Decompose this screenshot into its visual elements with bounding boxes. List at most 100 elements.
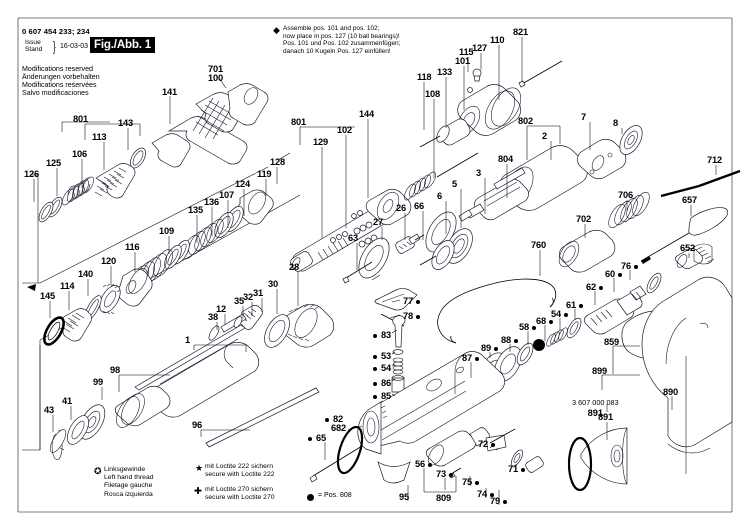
callout-65-83: 65 (316, 433, 326, 443)
pos808-marker-53 (373, 354, 378, 359)
pos808-marker-75 (474, 480, 480, 485)
callout-809-87: 809 (436, 493, 451, 503)
callout-760-63: 760 (531, 240, 546, 250)
callout-125-7: 125 (46, 158, 61, 168)
pos808-marker-87 (474, 356, 480, 361)
callout-61-77: 61 (566, 300, 576, 310)
callout-78-65: 78 (403, 311, 413, 321)
pos808-marker-86 (373, 381, 378, 386)
callout-110-31: 110 (490, 35, 505, 45)
callout-801-21: 801 (291, 117, 306, 127)
callout-31-47: 31 (253, 288, 263, 298)
callout-891-96: 891 (598, 412, 613, 422)
loctite-270-icon: ✚ (194, 486, 202, 497)
callout-100-1: 100 (208, 73, 223, 83)
callout-71-92: 71 (508, 464, 518, 474)
callout-12-50: 12 (216, 304, 226, 314)
callout-74-89: 74 (477, 489, 487, 499)
pos808-marker-54 (373, 366, 378, 371)
product-code-item: 891 (587, 408, 604, 418)
callout-802-33: 802 (518, 116, 533, 126)
callout-107-11: 107 (219, 190, 234, 200)
pos808-marker-89 (493, 346, 499, 351)
modifications-notice: Modifications reserved Änderungen vorbeh… (22, 65, 100, 98)
callout-32-48: 32 (243, 292, 253, 302)
callout-27-43: 27 (373, 217, 383, 227)
callout-56-85: 56 (415, 459, 425, 469)
callout-859-93: 859 (604, 337, 619, 347)
callout-126-8: 126 (24, 169, 39, 179)
callout-6-40: 6 (437, 191, 442, 201)
callout-128-14: 128 (270, 157, 285, 167)
pos808-marker-88 (513, 338, 519, 343)
callout-73-86: 73 (436, 469, 446, 479)
callout-63-44: 63 (348, 233, 358, 243)
callout-53-67: 53 (381, 351, 391, 361)
callout-821-32: 821 (513, 27, 528, 37)
pos808-marker-77 (415, 299, 421, 304)
callout-98-53: 98 (110, 365, 120, 375)
issue-brace: } (53, 38, 56, 54)
callout-114-19: 114 (60, 281, 75, 291)
assembly-rotor-head (419, 60, 563, 148)
callout-115-29: 115 (459, 47, 474, 57)
assembly-gearbox-center (208, 303, 335, 348)
callout-26-42: 26 (396, 203, 406, 213)
callout-8-39: 8 (613, 118, 618, 128)
pos808-dot-icon (307, 494, 314, 501)
pos808-marker-85 (373, 394, 378, 399)
callout-58-74: 58 (519, 322, 529, 332)
callout-60-79: 60 (605, 269, 615, 279)
callout-118-26: 118 (417, 72, 432, 82)
callout-1-52: 1 (185, 335, 190, 345)
figure-label: Fig./Abb. 1 (90, 37, 156, 53)
assembly-rotor-shaft (290, 152, 479, 272)
pos808-marker-79 (502, 499, 508, 504)
assembly-plate-63 (342, 233, 425, 284)
callout-77-64: 77 (403, 296, 413, 306)
callout-890-95: 890 (663, 387, 678, 397)
pos808-marker-54 (563, 312, 569, 317)
pos808-marker-58 (531, 325, 537, 330)
pos808-marker-76 (633, 264, 639, 269)
assembly-cylinder (419, 125, 643, 270)
callout-120-17: 120 (101, 256, 116, 266)
callout-116-16: 116 (125, 242, 140, 252)
assembly-note: Assemble pos. 101 and pos. 102; now plac… (283, 25, 401, 56)
pos808-marker-56 (427, 462, 433, 467)
callout-113-4: 113 (92, 132, 107, 142)
callout-3-36: 3 (476, 168, 481, 178)
pos808-marker-65 (308, 436, 313, 441)
callout-54-68: 54 (381, 363, 391, 373)
issue-label: Issue (25, 39, 41, 46)
callout-85-70: 85 (381, 391, 391, 401)
callout-2-35: 2 (542, 131, 547, 141)
callout-75-88: 75 (462, 477, 472, 487)
left-hand-thread-note: Linksgewinde Left hand thread Filetage g… (104, 466, 154, 498)
callout-124-12: 124 (235, 179, 250, 189)
pos808-marker-72 (490, 442, 496, 447)
pos808-marker-71 (520, 467, 526, 472)
callout-143-5: 143 (118, 118, 133, 128)
callout-41-55: 41 (62, 396, 72, 406)
assembly-wire-760 (437, 278, 557, 344)
assembly-main-housing (309, 351, 505, 484)
callout-135-9: 135 (188, 205, 203, 215)
callout-96-57: 96 (192, 420, 202, 430)
callout-88-73: 88 (501, 335, 511, 345)
callout-119-13: 119 (257, 169, 272, 179)
callout-133-27: 133 (437, 67, 452, 77)
callout-35-49: 35 (234, 296, 244, 306)
callout-38-51: 38 (208, 312, 218, 322)
callout-108-25: 108 (425, 89, 440, 99)
callout-899-94: 899 (592, 366, 607, 376)
callout-79-90: 79 (490, 496, 500, 506)
callout-145-20: 145 (40, 291, 55, 301)
callout-43-56: 43 (44, 405, 54, 415)
callout-68-75: 68 (536, 316, 546, 326)
callout-141-2: 141 (162, 87, 177, 97)
pos808-marker-68 (548, 319, 554, 324)
callout-62-78: 62 (586, 282, 596, 292)
callout-804-34: 804 (498, 154, 513, 164)
